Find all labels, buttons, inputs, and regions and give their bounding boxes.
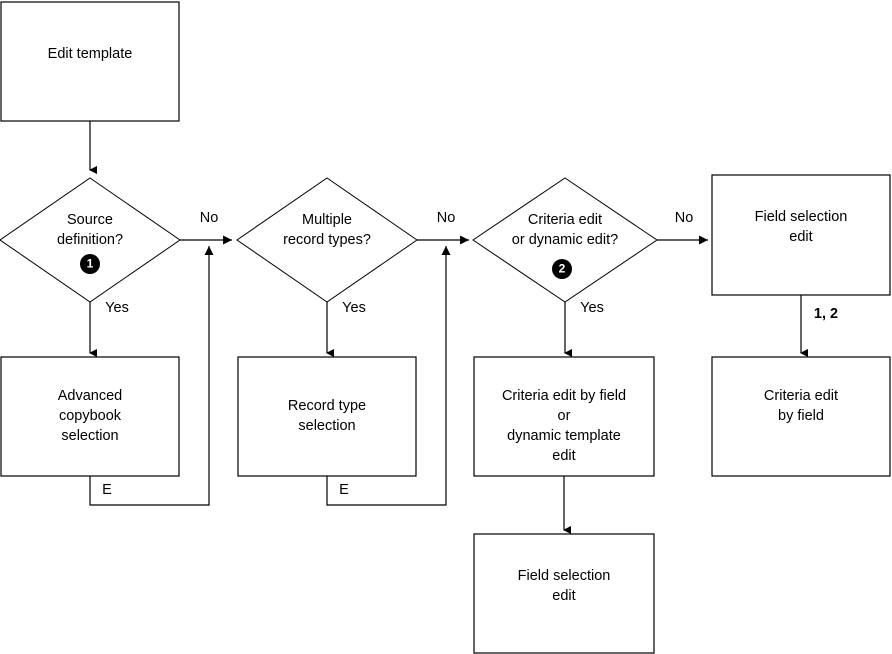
- criteria-edit-by-field-label-line2: by field: [778, 408, 824, 424]
- record-type-selection-label-line2: selection: [298, 418, 355, 434]
- record-type-selection-label-line1: Record type: [288, 398, 366, 414]
- edge-label-yes-2: Yes: [342, 300, 366, 316]
- node-criteria-edit-by-field-or-dynamic[interactable]: Criteria edit by field or dynamic templa…: [473, 356, 655, 477]
- connector-loop-e-record-type: [326, 246, 451, 506]
- edge-label-no-1: No: [200, 210, 219, 226]
- field-selection-edit-bottom-box[interactable]: [473, 533, 655, 654]
- advanced-copybook-label-line1: Advanced: [58, 388, 123, 404]
- badge-circle-one: [80, 254, 100, 274]
- badge-circle-two: [552, 259, 572, 279]
- connector-loop-e-advanced-copybook: [89, 246, 214, 506]
- edit-template-box[interactable]: [0, 1, 180, 122]
- node-criteria-or-dynamic[interactable]: Criteria edit or dynamic edit? 2: [472, 177, 658, 303]
- criteria-edit-or-dynamic-label-line2: or: [558, 408, 571, 424]
- node-edit-template[interactable]: Edit template: [0, 1, 180, 122]
- field-selection-edit-bottom-label-line1: Field selection: [518, 568, 611, 584]
- badge-two-number: 2: [559, 262, 566, 276]
- advanced-copybook-selection-box[interactable]: [0, 356, 180, 477]
- criteria-edit-or-dynamic-box[interactable]: [473, 356, 655, 477]
- node-criteria-edit-by-field[interactable]: Criteria edit by field: [711, 356, 891, 477]
- field-selection-edit-right-label-line2: edit: [789, 229, 812, 245]
- node-advanced-copybook-selection[interactable]: Advanced copybook selection: [0, 356, 180, 477]
- criteria-edit-or-dynamic-label-line3: dynamic template: [507, 428, 621, 444]
- edge-label-no-3: No: [675, 210, 694, 226]
- advanced-copybook-label-line3: selection: [61, 428, 118, 444]
- criteria-or-dynamic-label-line1: Criteria edit: [528, 212, 602, 228]
- record-type-selection-box[interactable]: [237, 356, 417, 477]
- criteria-edit-by-field-label-line1: Criteria edit: [764, 388, 838, 404]
- field-selection-edit-right-label-line1: Field selection: [755, 209, 848, 225]
- edge-label-one-two: 1, 2: [814, 306, 838, 322]
- source-definition-label-line1: Source: [67, 212, 113, 228]
- node-source-definition[interactable]: Source definition? 1: [0, 177, 181, 303]
- node-multiple-record-types[interactable]: Multiple record types?: [236, 177, 418, 303]
- edge-label-e-2: E: [339, 482, 349, 498]
- advanced-copybook-label-line2: copybook: [59, 408, 122, 424]
- edge-label-e-1: E: [102, 482, 112, 498]
- criteria-edit-or-dynamic-label-line1: Criteria edit by field: [502, 388, 626, 404]
- field-selection-edit-bottom-label-line2: edit: [552, 588, 575, 604]
- node-field-selection-edit-right[interactable]: Field selection edit: [711, 174, 891, 296]
- field-selection-edit-right-box[interactable]: [711, 174, 891, 296]
- edge-label-yes-3: Yes: [580, 300, 604, 316]
- node-field-selection-edit-bottom[interactable]: Field selection edit: [473, 533, 655, 654]
- source-definition-label-line2: definition?: [57, 232, 123, 248]
- edge-label-yes-1: Yes: [105, 300, 129, 316]
- edge-label-no-2: No: [437, 210, 456, 226]
- criteria-or-dynamic-label-line2: or dynamic edit?: [512, 232, 618, 248]
- criteria-edit-by-field-box[interactable]: [711, 356, 891, 477]
- multiple-record-types-label-line1: Multiple: [302, 212, 352, 228]
- node-record-type-selection[interactable]: Record type selection: [237, 356, 417, 477]
- multiple-record-types-label-line2: record types?: [283, 232, 371, 248]
- edit-template-label: Edit template: [48, 46, 133, 62]
- badge-one-number: 1: [87, 257, 94, 271]
- criteria-edit-or-dynamic-label-line4: edit: [552, 448, 575, 464]
